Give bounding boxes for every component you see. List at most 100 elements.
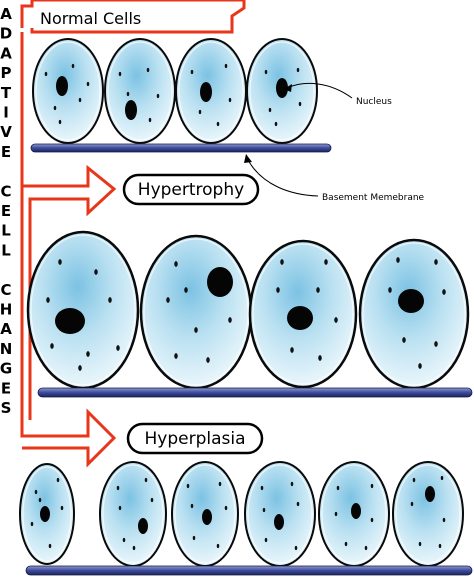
cell-highlight: [362, 242, 466, 386]
organelle: [268, 107, 272, 113]
red-arrows: [20, 0, 246, 468]
organelle: [94, 269, 98, 275]
cell-membrane: [104, 38, 176, 144]
organelle: [262, 507, 266, 513]
cell-highlight: [252, 243, 354, 385]
organelle: [298, 101, 302, 107]
cell: [104, 38, 176, 144]
organelle: [264, 69, 268, 75]
basement-membrane-label: Basement Memebrane: [322, 193, 425, 203]
cell: [392, 461, 464, 567]
title-letter: L: [1, 222, 11, 240]
nucleus-pointer-arrowhead: [284, 84, 292, 92]
organelle: [434, 259, 438, 265]
nucleus: [276, 78, 288, 98]
hypertrophy-row: [26, 230, 470, 390]
nucleus: [55, 308, 85, 334]
cell: [32, 38, 104, 144]
organelle: [388, 287, 392, 293]
organelle: [296, 501, 300, 507]
cell: [318, 461, 390, 567]
cell-highlight: [35, 41, 101, 141]
title-letter: T: [1, 84, 12, 102]
cell-membrane: [358, 238, 470, 390]
organelle: [53, 105, 57, 111]
cell-highlight: [107, 41, 173, 141]
organelle: [156, 93, 160, 99]
title-letter: I: [3, 104, 9, 122]
hyperplasia-row: [19, 461, 464, 567]
organelle: [34, 489, 38, 495]
title-letter: E: [1, 143, 11, 161]
organelle: [440, 475, 444, 481]
organelle: [48, 543, 52, 549]
cell-highlight: [22, 466, 72, 562]
title-letter: G: [0, 360, 12, 378]
organelle: [224, 505, 228, 511]
cell: [175, 38, 247, 144]
cell-highlight: [30, 234, 136, 386]
organelle: [116, 345, 120, 351]
title-letter: C: [0, 281, 11, 299]
organelle: [442, 289, 446, 295]
cell-membrane: [244, 461, 316, 567]
organelle: [58, 259, 62, 265]
nucleus: [287, 306, 313, 330]
hypertrophy-label-box: Hypertrophy: [122, 173, 260, 206]
title-letter: A: [0, 44, 12, 62]
nucleus: [398, 289, 424, 313]
organelle: [148, 117, 152, 123]
organelle: [116, 485, 120, 491]
title-letter: A: [0, 5, 12, 23]
organelle: [418, 363, 422, 369]
organelle: [118, 71, 122, 77]
organelle: [296, 67, 300, 73]
title-letter: H: [0, 301, 12, 319]
organelle: [122, 537, 126, 543]
basement-pointer-arrowhead: [244, 154, 252, 163]
organelle: [56, 477, 60, 483]
organelle: [46, 297, 50, 303]
title-letter: A: [0, 320, 12, 338]
organelle: [290, 347, 294, 353]
cell-highlight: [247, 464, 313, 564]
cell-highlight: [395, 464, 461, 564]
organelle: [198, 109, 202, 115]
nucleus: [200, 82, 212, 102]
cell-membrane: [99, 461, 167, 567]
organelle: [38, 497, 42, 503]
organelle: [108, 297, 112, 303]
nucleus: [40, 506, 50, 522]
organelle: [370, 517, 374, 523]
organelle: [434, 341, 438, 347]
title-letter: D: [0, 25, 12, 43]
nucleus: [56, 76, 68, 96]
title-letter: V: [0, 123, 12, 141]
cell-layers: [19, 38, 470, 567]
cell: [26, 230, 140, 390]
organelle: [166, 297, 170, 303]
cell: [171, 461, 239, 567]
organelle: [190, 503, 194, 509]
organelle: [186, 483, 190, 489]
nucleus: [202, 509, 212, 525]
organelle: [228, 97, 232, 103]
organelle: [78, 97, 82, 103]
cell-highlight: [249, 41, 315, 141]
organelle: [126, 91, 130, 97]
organelle: [194, 327, 198, 333]
arrow-to-hypertrophy: [22, 164, 117, 420]
cell: [139, 234, 253, 390]
organelle: [344, 541, 348, 547]
cell-membrane: [32, 38, 104, 144]
organelle: [412, 477, 416, 483]
organelle: [150, 497, 154, 503]
organelle: [224, 63, 228, 69]
basement-pointer-line: [247, 159, 319, 197]
nucleus: [425, 486, 435, 502]
organelle: [58, 119, 62, 125]
organelle: [192, 535, 196, 541]
basement-membrane-hypertrophy: [37, 387, 473, 398]
title-letter: L: [1, 241, 11, 259]
